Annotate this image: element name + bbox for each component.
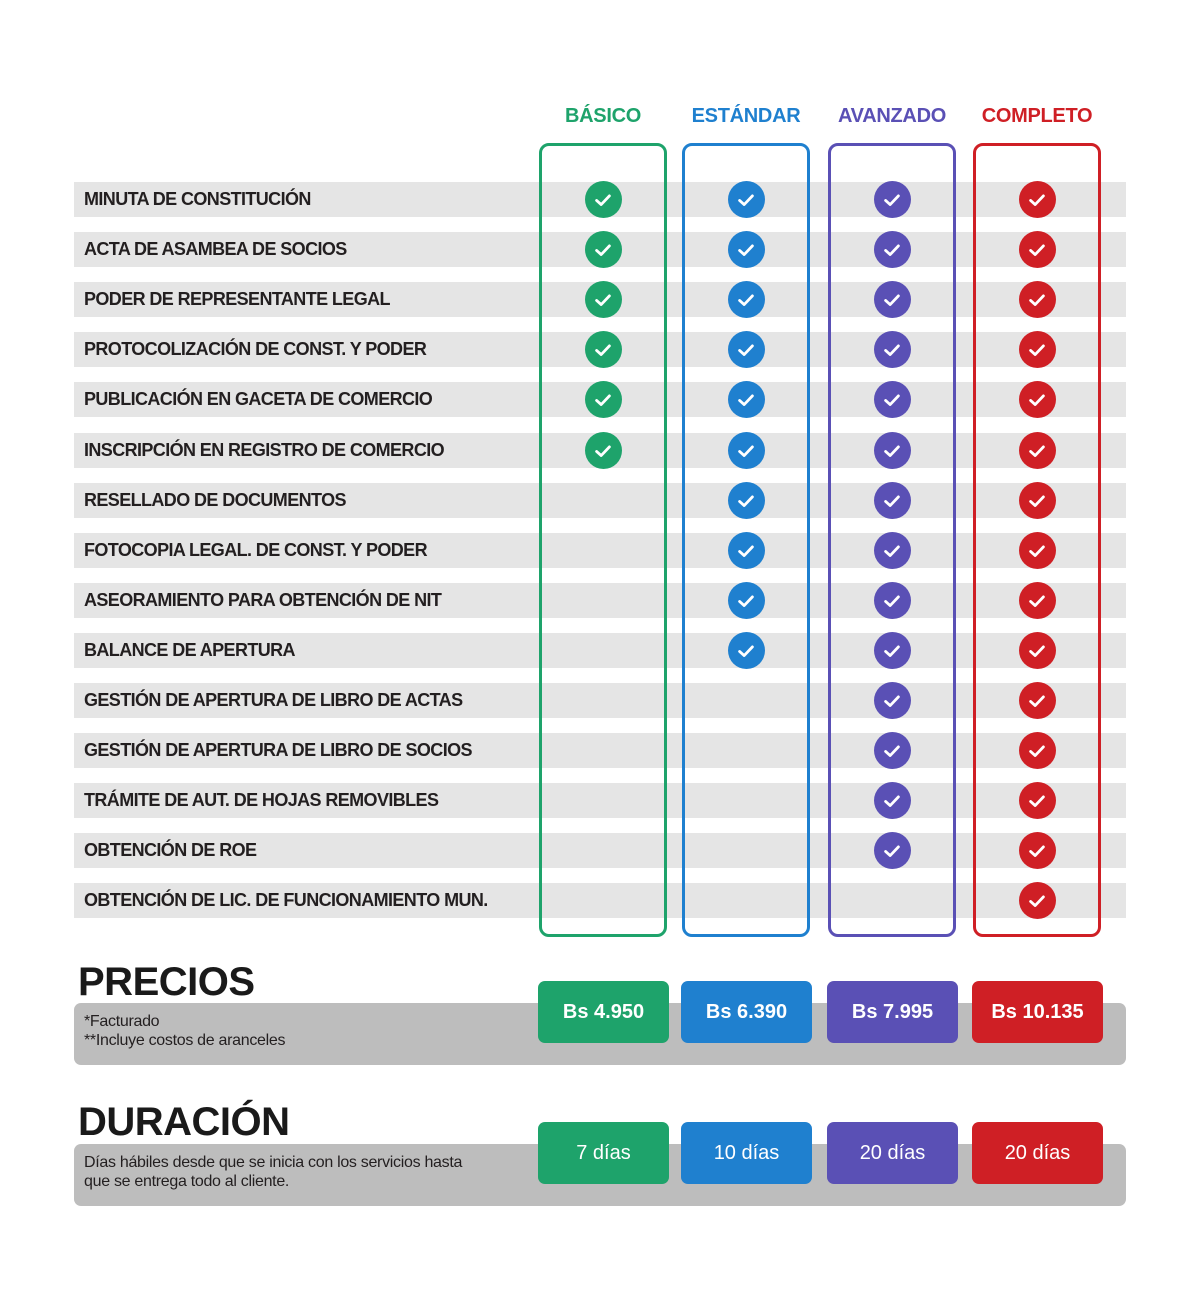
- check-circle-icon: [873, 231, 911, 268]
- feature-label: OBTENCIÓN DE LIC. DE FUNCIONAMIENTO MUN.: [84, 890, 488, 910]
- feature-label: ACTA DE ASAMBEA DE SOCIOS: [84, 239, 347, 259]
- feature-row: BALANCE DE APERTURA: [74, 633, 1126, 668]
- feature-row: FOTOCOPIA LEGAL. DE CONST. Y PODER: [74, 533, 1126, 568]
- feature-row: GESTIÓN DE APERTURA DE LIBRO DE SOCIOS: [74, 733, 1126, 768]
- check-circle-icon: [727, 482, 765, 519]
- check-circle-icon: [1018, 482, 1056, 519]
- price-chip-avanzado: Bs 7.995: [827, 981, 958, 1043]
- check-circle-icon: [1018, 782, 1056, 819]
- plan-column-completo: [973, 143, 1101, 937]
- feature-row: TRÁMITE DE AUT. DE HOJAS REMOVIBLES: [74, 783, 1126, 818]
- plan-header-basico: BÁSICO: [565, 105, 641, 127]
- plan-header-avanzado: AVANZADO: [838, 105, 946, 127]
- check-circle-icon: [873, 532, 911, 569]
- check-circle-icon: [584, 331, 622, 368]
- check-circle-icon: [873, 832, 911, 869]
- feature-label: GESTIÓN DE APERTURA DE LIBRO DE SOCIOS: [84, 740, 473, 760]
- check-circle-icon: [873, 732, 911, 769]
- check-circle-icon: [727, 381, 765, 418]
- feature-label: MINUTA DE CONSTITUCIÓN: [84, 189, 311, 209]
- check-circle-icon: [873, 632, 911, 669]
- duration-chip-avanzado: 20 días: [827, 1122, 958, 1184]
- check-circle-icon: [584, 281, 622, 318]
- check-circle-icon: [1018, 331, 1056, 368]
- check-circle-icon: [1018, 682, 1056, 719]
- feature-row: GESTIÓN DE APERTURA DE LIBRO DE ACTAS: [74, 683, 1126, 718]
- duration-chip-basico: 7 días: [538, 1122, 669, 1184]
- plan-column-avanzado: [828, 143, 956, 937]
- check-circle-icon: [584, 432, 622, 469]
- plan-header-completo: COMPLETO: [981, 105, 1093, 127]
- check-circle-icon: [1018, 632, 1056, 669]
- duration-title: DURACIÓN: [78, 1100, 290, 1144]
- prices-note: *Facturado **Incluye costos de aranceles: [84, 1012, 286, 1050]
- check-circle-icon: [727, 181, 765, 218]
- check-circle-icon: [727, 632, 765, 669]
- check-circle-icon: [873, 281, 911, 318]
- check-circle-icon: [1018, 231, 1056, 268]
- duration-note-line1: Días hábiles desde que se inicia con los…: [84, 1154, 463, 1171]
- check-circle-icon: [727, 582, 765, 619]
- prices-note-billed: *Facturado: [84, 1013, 160, 1030]
- feature-label: RESELLADO DE DOCUMENTOS: [84, 490, 346, 510]
- feature-label: TRÁMITE DE AUT. DE HOJAS REMOVIBLES: [84, 790, 439, 810]
- check-circle-icon: [873, 782, 911, 819]
- plan-column-basico: [539, 143, 667, 937]
- feature-label: PUBLICACIÓN EN GACETA DE COMERCIO: [84, 389, 433, 409]
- check-circle-icon: [873, 682, 911, 719]
- price-chip-basico: Bs 4.950: [538, 981, 669, 1043]
- feature-row: OBTENCIÓN DE ROE: [74, 833, 1126, 868]
- check-circle-icon: [727, 331, 765, 368]
- check-circle-icon: [873, 381, 911, 418]
- prices-title: PRECIOS: [78, 960, 255, 1004]
- feature-label: PROTOCOLIZACIÓN DE CONST. Y PODER: [84, 339, 427, 359]
- check-circle-icon: [727, 281, 765, 318]
- check-circle-icon: [1018, 732, 1056, 769]
- check-circle-icon: [1018, 432, 1056, 469]
- check-circle-icon: [1018, 582, 1056, 619]
- feature-label: PODER DE REPRESENTANTE LEGAL: [84, 289, 391, 309]
- check-circle-icon: [584, 381, 622, 418]
- check-circle-icon: [1018, 882, 1056, 919]
- feature-row: OBTENCIÓN DE LIC. DE FUNCIONAMIENTO MUN.: [74, 883, 1126, 918]
- prices-note-fees: **Incluye costos de aranceles: [84, 1032, 286, 1049]
- duration-chip-completo: 20 días: [972, 1122, 1103, 1184]
- plan-column-estandar: [682, 143, 810, 937]
- check-circle-icon: [1018, 381, 1056, 418]
- feature-label: INSCRIPCIÓN EN REGISTRO DE COMERCIO: [84, 440, 445, 460]
- check-circle-icon: [1018, 532, 1056, 569]
- check-circle-icon: [873, 432, 911, 469]
- feature-row: ASEORAMIENTO PARA OBTENCIÓN DE NIT: [74, 583, 1126, 618]
- feature-label: OBTENCIÓN DE ROE: [84, 840, 257, 860]
- check-circle-icon: [873, 331, 911, 368]
- feature-label: GESTIÓN DE APERTURA DE LIBRO DE ACTAS: [84, 690, 463, 710]
- check-circle-icon: [727, 231, 765, 268]
- feature-label: ASEORAMIENTO PARA OBTENCIÓN DE NIT: [84, 590, 442, 610]
- check-circle-icon: [584, 181, 622, 218]
- feature-label: BALANCE DE APERTURA: [84, 640, 296, 660]
- check-circle-icon: [873, 181, 911, 218]
- check-circle-icon: [727, 432, 765, 469]
- check-circle-icon: [1018, 181, 1056, 218]
- duration-note-line2: que se entrega todo al cliente.: [84, 1173, 290, 1190]
- check-circle-icon: [584, 231, 622, 268]
- check-circle-icon: [1018, 281, 1056, 318]
- plan-header-estandar: ESTÁNDAR: [691, 105, 801, 127]
- price-chip-estandar: Bs 6.390: [681, 981, 812, 1043]
- feature-label: FOTOCOPIA LEGAL. DE CONST. Y PODER: [84, 540, 428, 560]
- duration-note: Días hábiles desde que se inicia con los…: [84, 1153, 462, 1191]
- check-circle-icon: [873, 482, 911, 519]
- duration-chip-estandar: 10 días: [681, 1122, 812, 1184]
- check-circle-icon: [1018, 832, 1056, 869]
- check-circle-icon: [727, 532, 765, 569]
- feature-row: RESELLADO DE DOCUMENTOS: [74, 483, 1126, 518]
- price-chip-completo: Bs 10.135: [972, 981, 1103, 1043]
- check-circle-icon: [873, 582, 911, 619]
